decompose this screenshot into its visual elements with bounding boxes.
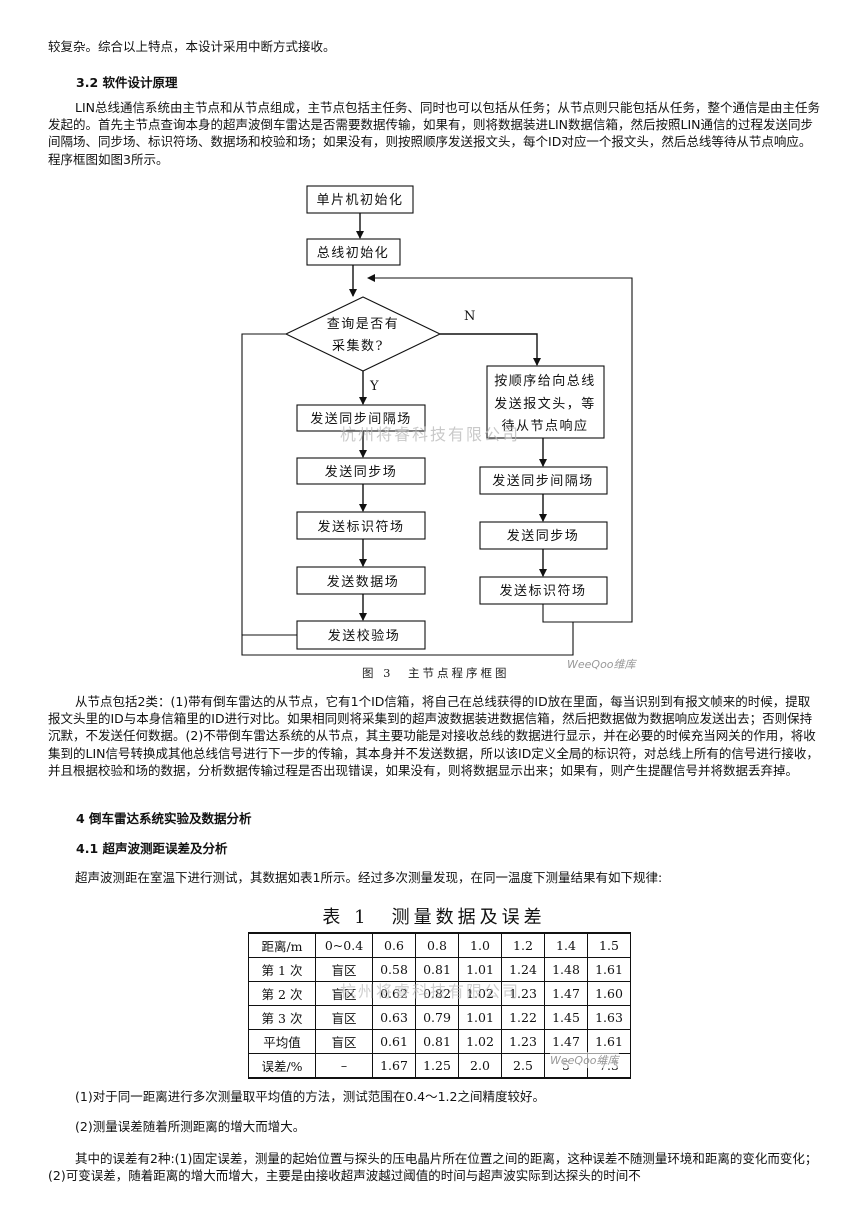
table-cell: 1.61 [587, 957, 631, 982]
list-item-2: (2)测量误差随着所测距离的增大而增大。 [75, 1119, 306, 1134]
table-cell: 0~0.4 [315, 932, 373, 958]
table-cell: 盲区 [315, 1005, 373, 1030]
paragraph-error-types: 其中的误差有2种:(1)固定误差，测量的起始位置与探头的压电晶片所在位置之间的距… [48, 1151, 818, 1184]
table-cell: 1.63 [587, 1005, 631, 1030]
table-cell: 0.61 [372, 1029, 416, 1054]
table-cell: 0.63 [372, 1005, 416, 1030]
loop-back-line-outer [241, 274, 633, 656]
table-watermark: 杭州将睿科技有限公司 [340, 982, 521, 1001]
table-cell: 1.47 [544, 1029, 588, 1054]
right-step-sync-break-label: 发送同步间隔场 [492, 473, 594, 489]
decision-diamond [284, 296, 442, 372]
right-header-line-1: 按顺序给向总线 [494, 373, 596, 389]
table-cell: 1.02 [458, 981, 502, 1006]
table-cell: 1.60 [587, 981, 631, 1006]
table-cell: 1.01 [458, 1005, 502, 1030]
table-cell: 1.48 [544, 957, 588, 982]
table-cell: 1.4 [544, 932, 588, 958]
heading-3-2: 3.2 软件设计原理 [76, 75, 178, 90]
table-cell: 1.23 [501, 1029, 545, 1054]
table-cell: 2.5 [501, 1053, 545, 1079]
decision-label-2: 采集数? [332, 338, 384, 354]
no-label: N [464, 309, 477, 324]
table-cell: 盲区 [315, 1029, 373, 1054]
init-mcu-box [306, 185, 414, 214]
table-caption: 表 1 测量数据及误差 [322, 907, 546, 928]
right-step-id-box [479, 576, 608, 605]
figure-watermark: 杭州将睿科技有限公司 [340, 425, 520, 444]
loop-back-line-left [241, 333, 286, 635]
table-cell: 1.22 [501, 1005, 545, 1030]
table-cell: – [315, 1053, 373, 1079]
yes-label: Y [369, 379, 380, 394]
table-cell: 1.45 [544, 1005, 588, 1030]
table-logo: WeeQoo维库 [550, 1052, 619, 1068]
table-cell: 误差/% [248, 1053, 316, 1079]
loop-back-line-right [542, 604, 573, 623]
right-header-line-3: 待从节点响应 [501, 418, 588, 434]
figure-caption: 图 3 主节点程序框图 [362, 666, 509, 680]
flowchart-figure-3: 单片机初始化 总线初始化 查询是否有 采集数? Y N 发送同步间隔场 发送同步… [241, 185, 638, 680]
table-cell: 1.25 [415, 1053, 459, 1079]
paragraph-ranging-test: 超声波测距在室温下进行测试，其数据如表1所示。经过多次测量发现，在同一温度下测量… [75, 870, 663, 885]
table-cell: 0.62 [372, 981, 416, 1006]
init-bus-label: 总线初始化 [317, 246, 390, 261]
table-cell: 1.5 [587, 932, 631, 958]
right-header-line-2: 发送报文头，等 [494, 396, 596, 412]
table-cell: 1.02 [458, 1029, 502, 1054]
right-step-sync-label: 发送同步场 [507, 528, 580, 544]
left-step-data-box [296, 566, 426, 595]
table-cell: 2.0 [458, 1053, 502, 1079]
table-cell: 第 1 次 [248, 957, 316, 982]
table-cell: 1.24 [501, 957, 545, 982]
table-cell: 第 2 次 [248, 981, 316, 1006]
table-cell: 1.2 [501, 932, 545, 958]
figure-logo: WeeQoo维库 [567, 658, 638, 671]
left-step-sync-break-box [296, 404, 426, 432]
right-header-box [486, 365, 605, 439]
left-step-id-label: 发送标识符场 [317, 519, 404, 535]
left-step-sync-label: 发送同步场 [325, 464, 398, 480]
decision-label-1: 查询是否有 [327, 317, 400, 332]
left-step-sync-break-label: 发送同步间隔场 [310, 411, 412, 427]
left-step-data-label: 发送数据场 [327, 574, 400, 590]
init-bus-box [306, 238, 401, 266]
paragraph-software-design: LIN总线通信系统由主节点和从节点组成，主节点包括主任务、同时也可以包括从任务；… [48, 100, 821, 167]
table-cell: 1.61 [587, 1029, 631, 1054]
table-cell: 0.81 [415, 1029, 459, 1054]
table-cell: 1.67 [372, 1053, 416, 1079]
left-step-id-box [296, 511, 426, 540]
left-step-checksum-label: 发送校验场 [328, 628, 401, 644]
right-step-sync-box [479, 521, 608, 550]
table-cell: 平均值 [248, 1029, 316, 1054]
right-step-id-label: 发送标识符场 [499, 583, 586, 599]
heading-4: 4 倒车雷达系统实验及数据分析 [76, 811, 252, 826]
table-cell: 1.01 [458, 957, 502, 982]
table-cell: 0.6 [372, 932, 416, 958]
paragraph-slave-nodes: 从节点包括2类：(1)带有倒车雷达的从节点，它有1个ID信箱，将自己在总线获得的… [48, 694, 819, 778]
list-item-1: (1)对于同一距离进行多次测量取平均值的方法，测试范围在0.4～1.2之间精度较… [75, 1089, 545, 1104]
left-step-sync-box [296, 457, 426, 485]
arrow-no-branch [440, 333, 541, 366]
table-cell: 距离/m [248, 932, 316, 958]
table-cell: 第 3 次 [248, 1005, 316, 1030]
table-cell: 1.0 [458, 932, 502, 958]
table-cell: 1.47 [544, 981, 588, 1006]
heading-4-1: 4.1 超声波测距误差及分析 [76, 841, 228, 856]
table-cell: 0.8 [415, 932, 459, 958]
paragraph-top: 较复杂。综合以上特点，本设计采用中断方式接收。 [48, 39, 336, 54]
table-cell: 盲区 [315, 981, 373, 1006]
table-cell: 0.79 [415, 1005, 459, 1030]
init-mcu-label: 单片机初始化 [316, 193, 403, 208]
